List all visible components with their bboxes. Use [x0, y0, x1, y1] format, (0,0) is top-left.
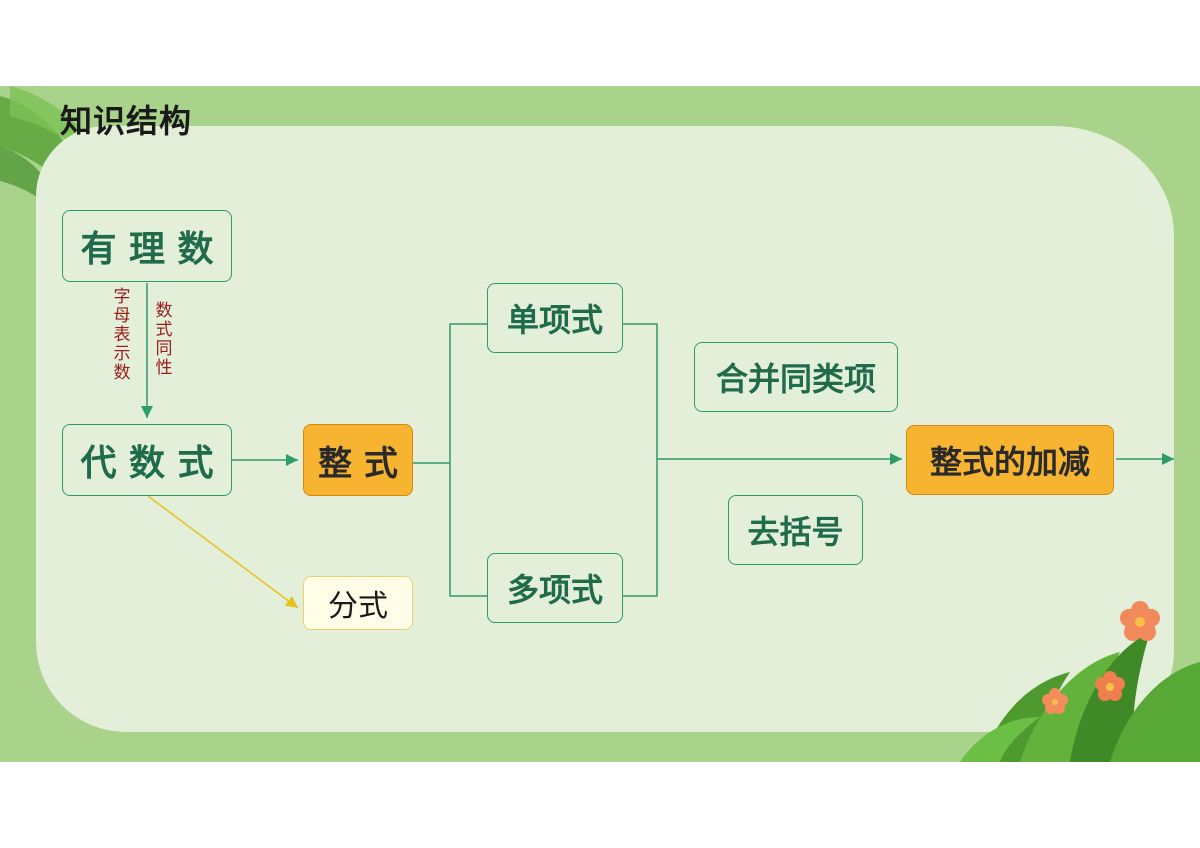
flower-icon-3 [1042, 688, 1068, 714]
node-remove-brackets: 去括号 [728, 495, 863, 565]
bracket-right [623, 323, 658, 597]
slide-title: 知识结构 [60, 102, 193, 140]
node-monomial: 单项式 [487, 283, 623, 353]
node-add-subtract: 整式的加减 [906, 425, 1114, 495]
node-combine-like-terms: 合并同类项 [694, 342, 898, 412]
node-algebraic-expression: 代 数 式 [62, 424, 232, 496]
node-rational-numbers: 有 理 数 [62, 210, 232, 282]
label-letters-for-numbers: 字母表示数 [113, 287, 131, 383]
node-fraction: 分式 [303, 576, 413, 630]
node-integral-expression: 整 式 [303, 424, 413, 496]
bracket-left [449, 323, 487, 597]
flower-grass-decoration [960, 601, 1200, 762]
flower-icon-1 [1120, 601, 1160, 641]
arrow-algebraic-to-fraction [147, 495, 299, 609]
flower-icon-2 [1095, 671, 1125, 701]
node-polynomial: 多项式 [487, 553, 623, 623]
label-same-as-numbers: 数式同性 [155, 301, 173, 378]
